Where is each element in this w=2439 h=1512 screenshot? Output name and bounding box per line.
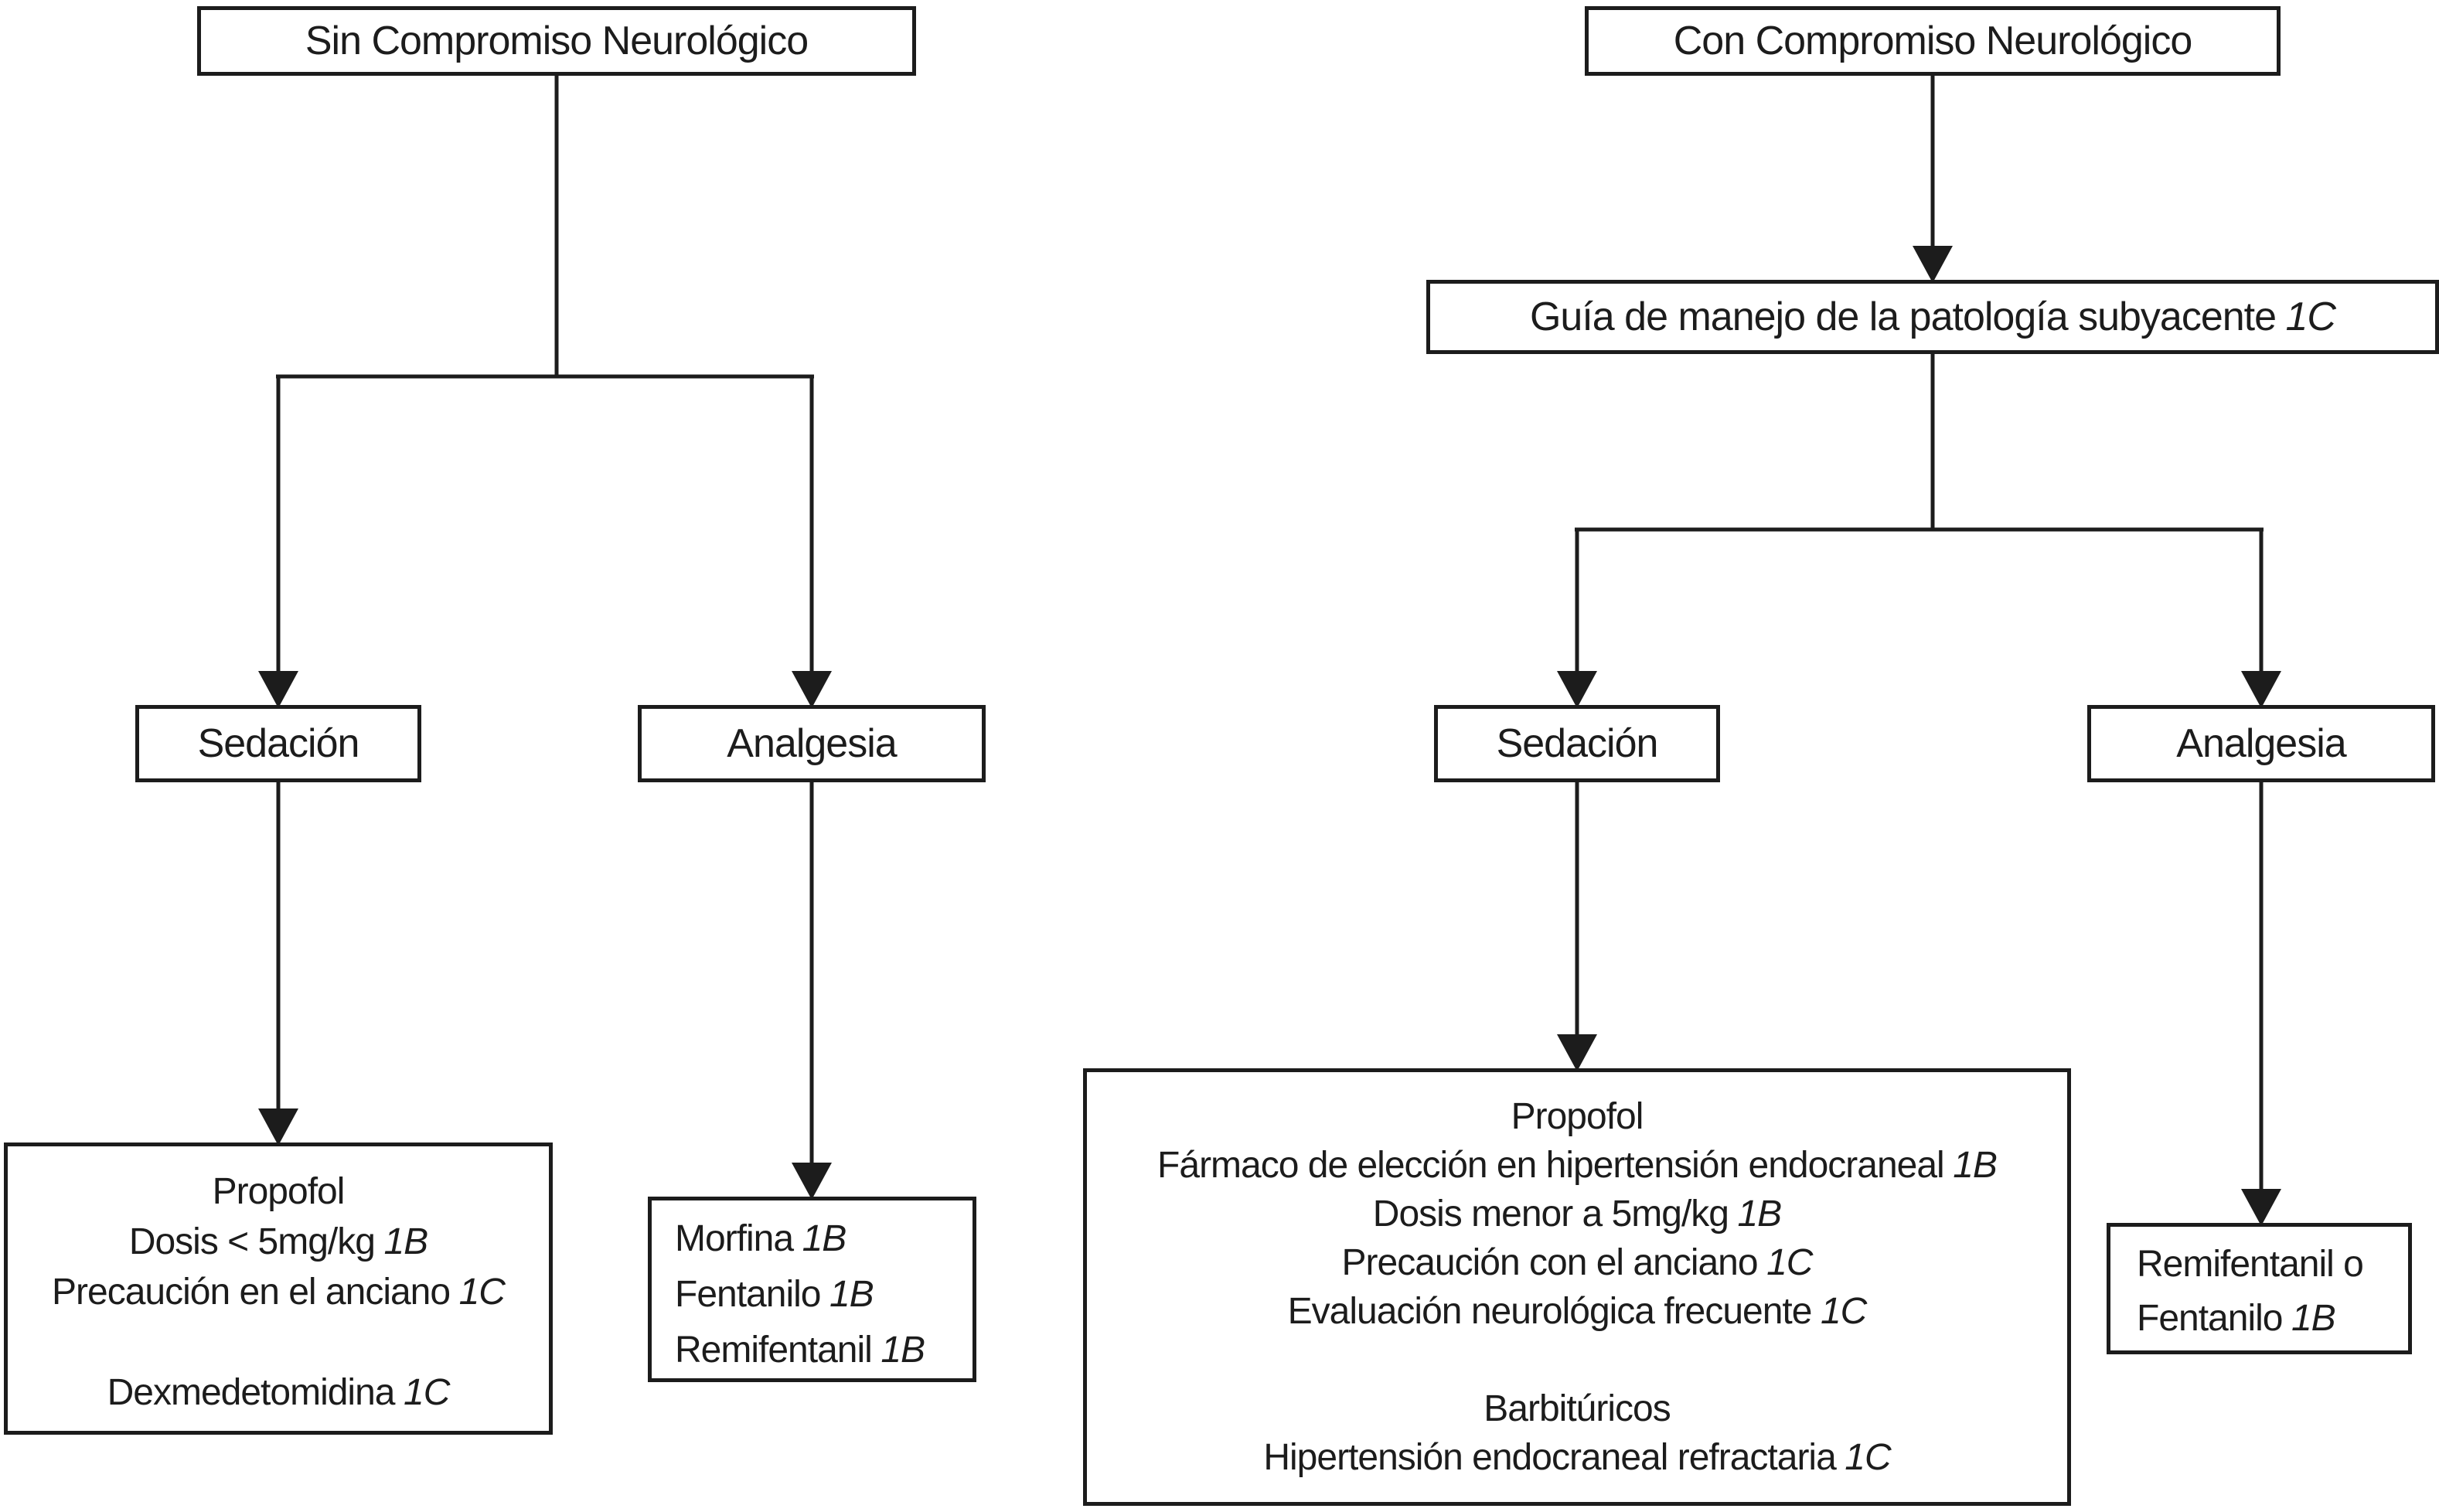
outcome-line: Remifentanil o [2137, 1238, 2408, 1292]
outcome-text: Dexmedetomidina [107, 1372, 396, 1413]
outcome-text: Precaución con el anciano [1341, 1242, 1759, 1283]
grade-badge: 1B [1953, 1145, 1998, 1186]
outcome-text: Dosis menor a 5mg/kg [1372, 1194, 1729, 1234]
outcome-text: Morfina [675, 1218, 794, 1259]
grade-badge: 1B [829, 1274, 874, 1315]
grade-badge: 1C [1845, 1437, 1891, 1478]
grade-badge: 1B [881, 1330, 925, 1371]
outcome-line: Propofol [8, 1166, 549, 1217]
arrowhead-right-sedation [1557, 671, 1597, 708]
outcome-text: Dosis < 5mg/kg [128, 1221, 376, 1262]
outcome-line: Propofol [1087, 1092, 2067, 1141]
arrowhead-right-sedation-out [1557, 1034, 1597, 1071]
node-con-compromiso-neurologico: Con Compromiso Neurológico [1585, 6, 2281, 76]
grade-badge: 1C [1820, 1291, 1867, 1332]
outcome-text: Propofol [1511, 1096, 1644, 1137]
grade-badge: 1C [404, 1372, 450, 1413]
outcome-line: Fármaco de elección en hipertensión endo… [1087, 1141, 2067, 1190]
node-sedacion-left: Sedación [135, 705, 421, 782]
grade-badge: 1C [458, 1272, 506, 1313]
outcome-text: Fentanilo [2137, 1298, 2283, 1339]
outcome-text: Evaluación neurológica frecuente [1287, 1291, 1813, 1332]
node-sedacion-right: Sedación [1434, 705, 1720, 782]
outcome-text: Remifentanil [675, 1330, 873, 1371]
outcome-line-spacer [1087, 1336, 2067, 1384]
grade-badge: 1C [1766, 1242, 1813, 1283]
grade-badge: 1B [383, 1221, 428, 1262]
outcome-text: Hipertensión endocraneal refractaria [1263, 1437, 1836, 1478]
arrowhead-left-analgesia-out [792, 1163, 832, 1200]
node-sin-compromiso-neurologico: Sin Compromiso Neurológico [197, 6, 916, 76]
node-sedacion-outcome-right: Propofol Fármaco de elección en hiperten… [1083, 1068, 2071, 1506]
arrowhead-right-analgesia-out [2241, 1189, 2281, 1226]
node-label: Con Compromiso Neurológico [1673, 19, 2193, 63]
grade-badge: 1B [802, 1218, 847, 1259]
outcome-text: Precaución en el anciano [52, 1272, 451, 1313]
grade-badge: 1B [1737, 1194, 1782, 1234]
node-label: Sedación [197, 721, 360, 766]
arrowhead-right-analgesia [2241, 671, 2281, 708]
outcome-text: Barbitúricos [1483, 1388, 1671, 1429]
outcome-text: Propofol [212, 1171, 346, 1212]
node-guia-manejo-patologia: Guía de manejo de la patología subyacent… [1426, 280, 2439, 354]
outcome-text: Fentanilo [675, 1274, 821, 1315]
arrowhead-left-sedation [258, 671, 298, 708]
node-analgesia-left: Analgesia [638, 705, 986, 782]
node-label: Analgesia [727, 721, 897, 766]
outcome-text: Remifentanil o [2137, 1244, 2364, 1285]
node-label: Sin Compromiso Neurológico [305, 19, 809, 63]
node-analgesia-right: Analgesia [2087, 705, 2435, 782]
node-label: Analgesia [2176, 721, 2346, 766]
grade-badge: 1C [2285, 295, 2336, 339]
node-label: Sedación [1496, 721, 1659, 766]
grade-badge: 1B [2291, 1298, 2336, 1339]
arrowhead-left-analgesia [792, 671, 832, 708]
arrowhead-right-guideline [1913, 246, 1953, 283]
arrowhead-left-sedation-out [258, 1108, 298, 1146]
node-label: Guía de manejo de la patología subyacent… [1529, 295, 2277, 339]
outcome-text: Fármaco de elección en hipertensión endo… [1157, 1145, 1945, 1186]
outcome-line: Barbitúricos [1087, 1384, 2067, 1433]
outcome-line-spacer [8, 1317, 549, 1367]
